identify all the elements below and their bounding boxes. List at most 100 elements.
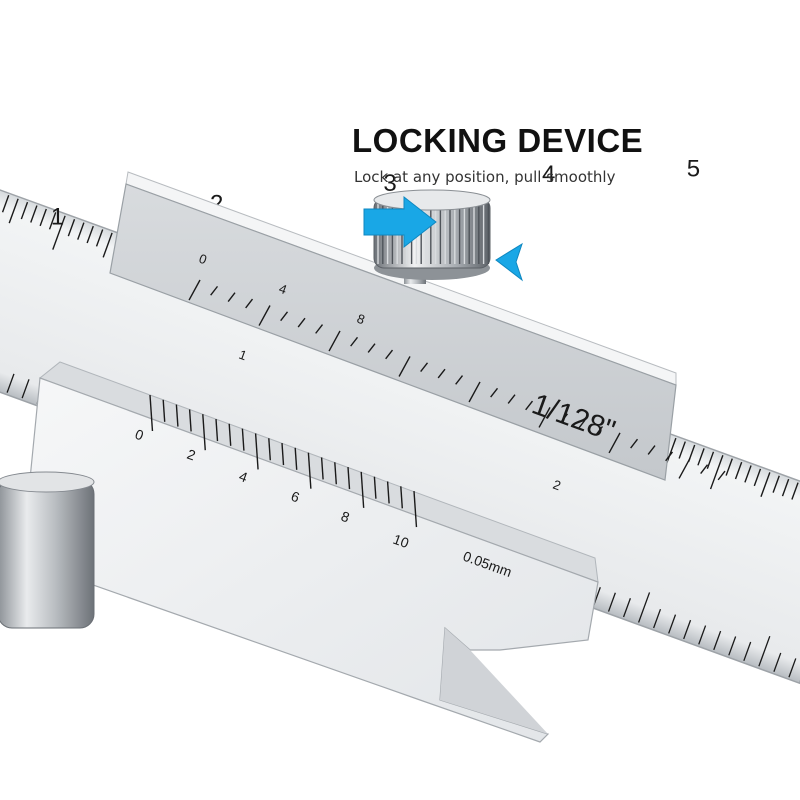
inch-vernier-tick — [367, 343, 376, 353]
headline-title: LOCKING DEVICE — [352, 122, 644, 159]
inch-vernier-tick — [455, 375, 464, 385]
metric-vernier-tick — [188, 409, 192, 432]
main-scale-tick — [30, 205, 38, 223]
inch-vernier-tick — [227, 292, 236, 302]
inch-vernier-ticks — [188, 279, 726, 481]
inch-vernier-tick — [328, 330, 341, 352]
inch-vernier-tick — [678, 458, 691, 479]
push-arrow-icon — [363, 195, 437, 249]
metric-vernier-ticks — [149, 394, 418, 528]
locking-knob — [373, 189, 491, 284]
metric-vernier-tick — [413, 491, 418, 528]
inch-vernier-tick — [398, 356, 411, 377]
inch-vernier-tick — [437, 368, 446, 379]
metric-vernier-tick — [215, 418, 219, 442]
inch-vernier-tick — [595, 426, 604, 436]
main-scale-tick — [622, 598, 632, 618]
metric-vernier-tick — [175, 404, 179, 427]
inch-vernier-tick — [385, 349, 394, 360]
main-scale-tick — [102, 232, 113, 258]
inch-vernier-tick — [507, 394, 516, 404]
main-scale-label: 4 — [542, 161, 555, 188]
metric-vernier-tick — [373, 476, 377, 499]
main-scale-tick — [666, 437, 677, 463]
main-scale-tick — [743, 641, 752, 662]
metric-vernier-tick — [386, 481, 390, 504]
metric-vernier-tick — [334, 462, 338, 485]
metric-vernier-tick — [228, 423, 232, 446]
main-scale-tick — [725, 458, 733, 476]
inch-main-scale-label: 1 — [237, 347, 249, 364]
main-scale-tick — [734, 461, 743, 480]
metric-vernier-tick — [320, 457, 324, 480]
main-scale-tick — [20, 201, 29, 220]
main-scale-tick — [6, 373, 15, 393]
main-scale-label: 1 — [51, 204, 64, 231]
inch-main-scale-label: 2 — [551, 477, 563, 494]
main-scale-tick — [753, 468, 762, 487]
metric-slider-jaw-shadow — [440, 628, 548, 734]
main-scale-label: 3 — [383, 170, 396, 197]
inch-vernier-tick — [350, 336, 359, 347]
inch-vernier-label: 8 — [355, 311, 367, 328]
main-scale-tick — [772, 475, 780, 493]
main-scale-tick — [781, 478, 790, 497]
inch-vernier-tick — [608, 432, 621, 454]
inch-vernier-tick — [717, 470, 726, 481]
push-arrow-icon — [495, 242, 523, 282]
metric-vernier-tick — [347, 467, 351, 490]
inch-vernier-label: 4 — [277, 281, 289, 298]
main-scale-tick — [678, 441, 686, 459]
inch-vernier-tick — [297, 317, 306, 328]
side-locking-screw — [0, 471, 95, 629]
main-scale-tick — [773, 652, 782, 672]
main-scale-tick — [713, 630, 722, 651]
inch-vernier-tick — [577, 419, 586, 430]
main-scale-tick — [709, 454, 724, 490]
main-scale-tick — [683, 619, 692, 640]
inch-vernier-tick — [647, 445, 656, 455]
main-scale-tick — [39, 208, 47, 227]
metric-vernier-tick — [307, 452, 312, 489]
main-scale-tick — [728, 636, 737, 656]
main-scale-tick — [1, 195, 10, 213]
inch-vernier-tick — [258, 305, 271, 326]
main-scale-tick — [21, 379, 30, 399]
main-scale-tick — [668, 614, 677, 634]
metric-vernier-tick — [241, 428, 245, 451]
inch-vernier-tick — [210, 285, 219, 296]
main-scale-tick — [52, 215, 66, 250]
inch-vernier-tick — [700, 464, 709, 474]
screw-body — [0, 479, 95, 629]
main-scale-tick — [791, 482, 799, 500]
metric-vernier-tick — [149, 394, 154, 432]
metric-vernier-tick — [400, 486, 404, 509]
main-scale-tick — [95, 229, 104, 247]
inch-vernier-tick — [468, 381, 481, 403]
main-scale-tick — [698, 625, 707, 645]
inch-vernier-tick — [538, 407, 551, 428]
main-scale-tick — [8, 198, 19, 224]
metric-vernier-tick — [294, 447, 298, 470]
metric-vernier-tick — [360, 471, 365, 508]
inch-vernier-tick — [280, 311, 289, 322]
headline-subtitle: Lock at any position, pull smoothly — [354, 168, 616, 186]
main-scale-tick — [77, 222, 85, 240]
inch-slider-body — [109, 183, 677, 481]
metric-vernier-label: 10 — [391, 531, 411, 551]
main-scale-tick — [706, 451, 715, 469]
main-scale-tick — [760, 472, 771, 498]
metric-vernier-tick — [202, 414, 206, 451]
main-scale-tick — [86, 225, 94, 244]
main-scale-tick — [744, 465, 752, 483]
main-scale-tick — [637, 592, 651, 623]
inch-vernier-tick — [665, 451, 674, 462]
main-scale-tick — [67, 219, 76, 237]
inch-vernier-tick — [188, 279, 201, 301]
main-scale-label: 5 — [687, 155, 700, 182]
inch-vernier-tick — [560, 413, 569, 423]
inch-vernier-tick — [245, 298, 254, 309]
